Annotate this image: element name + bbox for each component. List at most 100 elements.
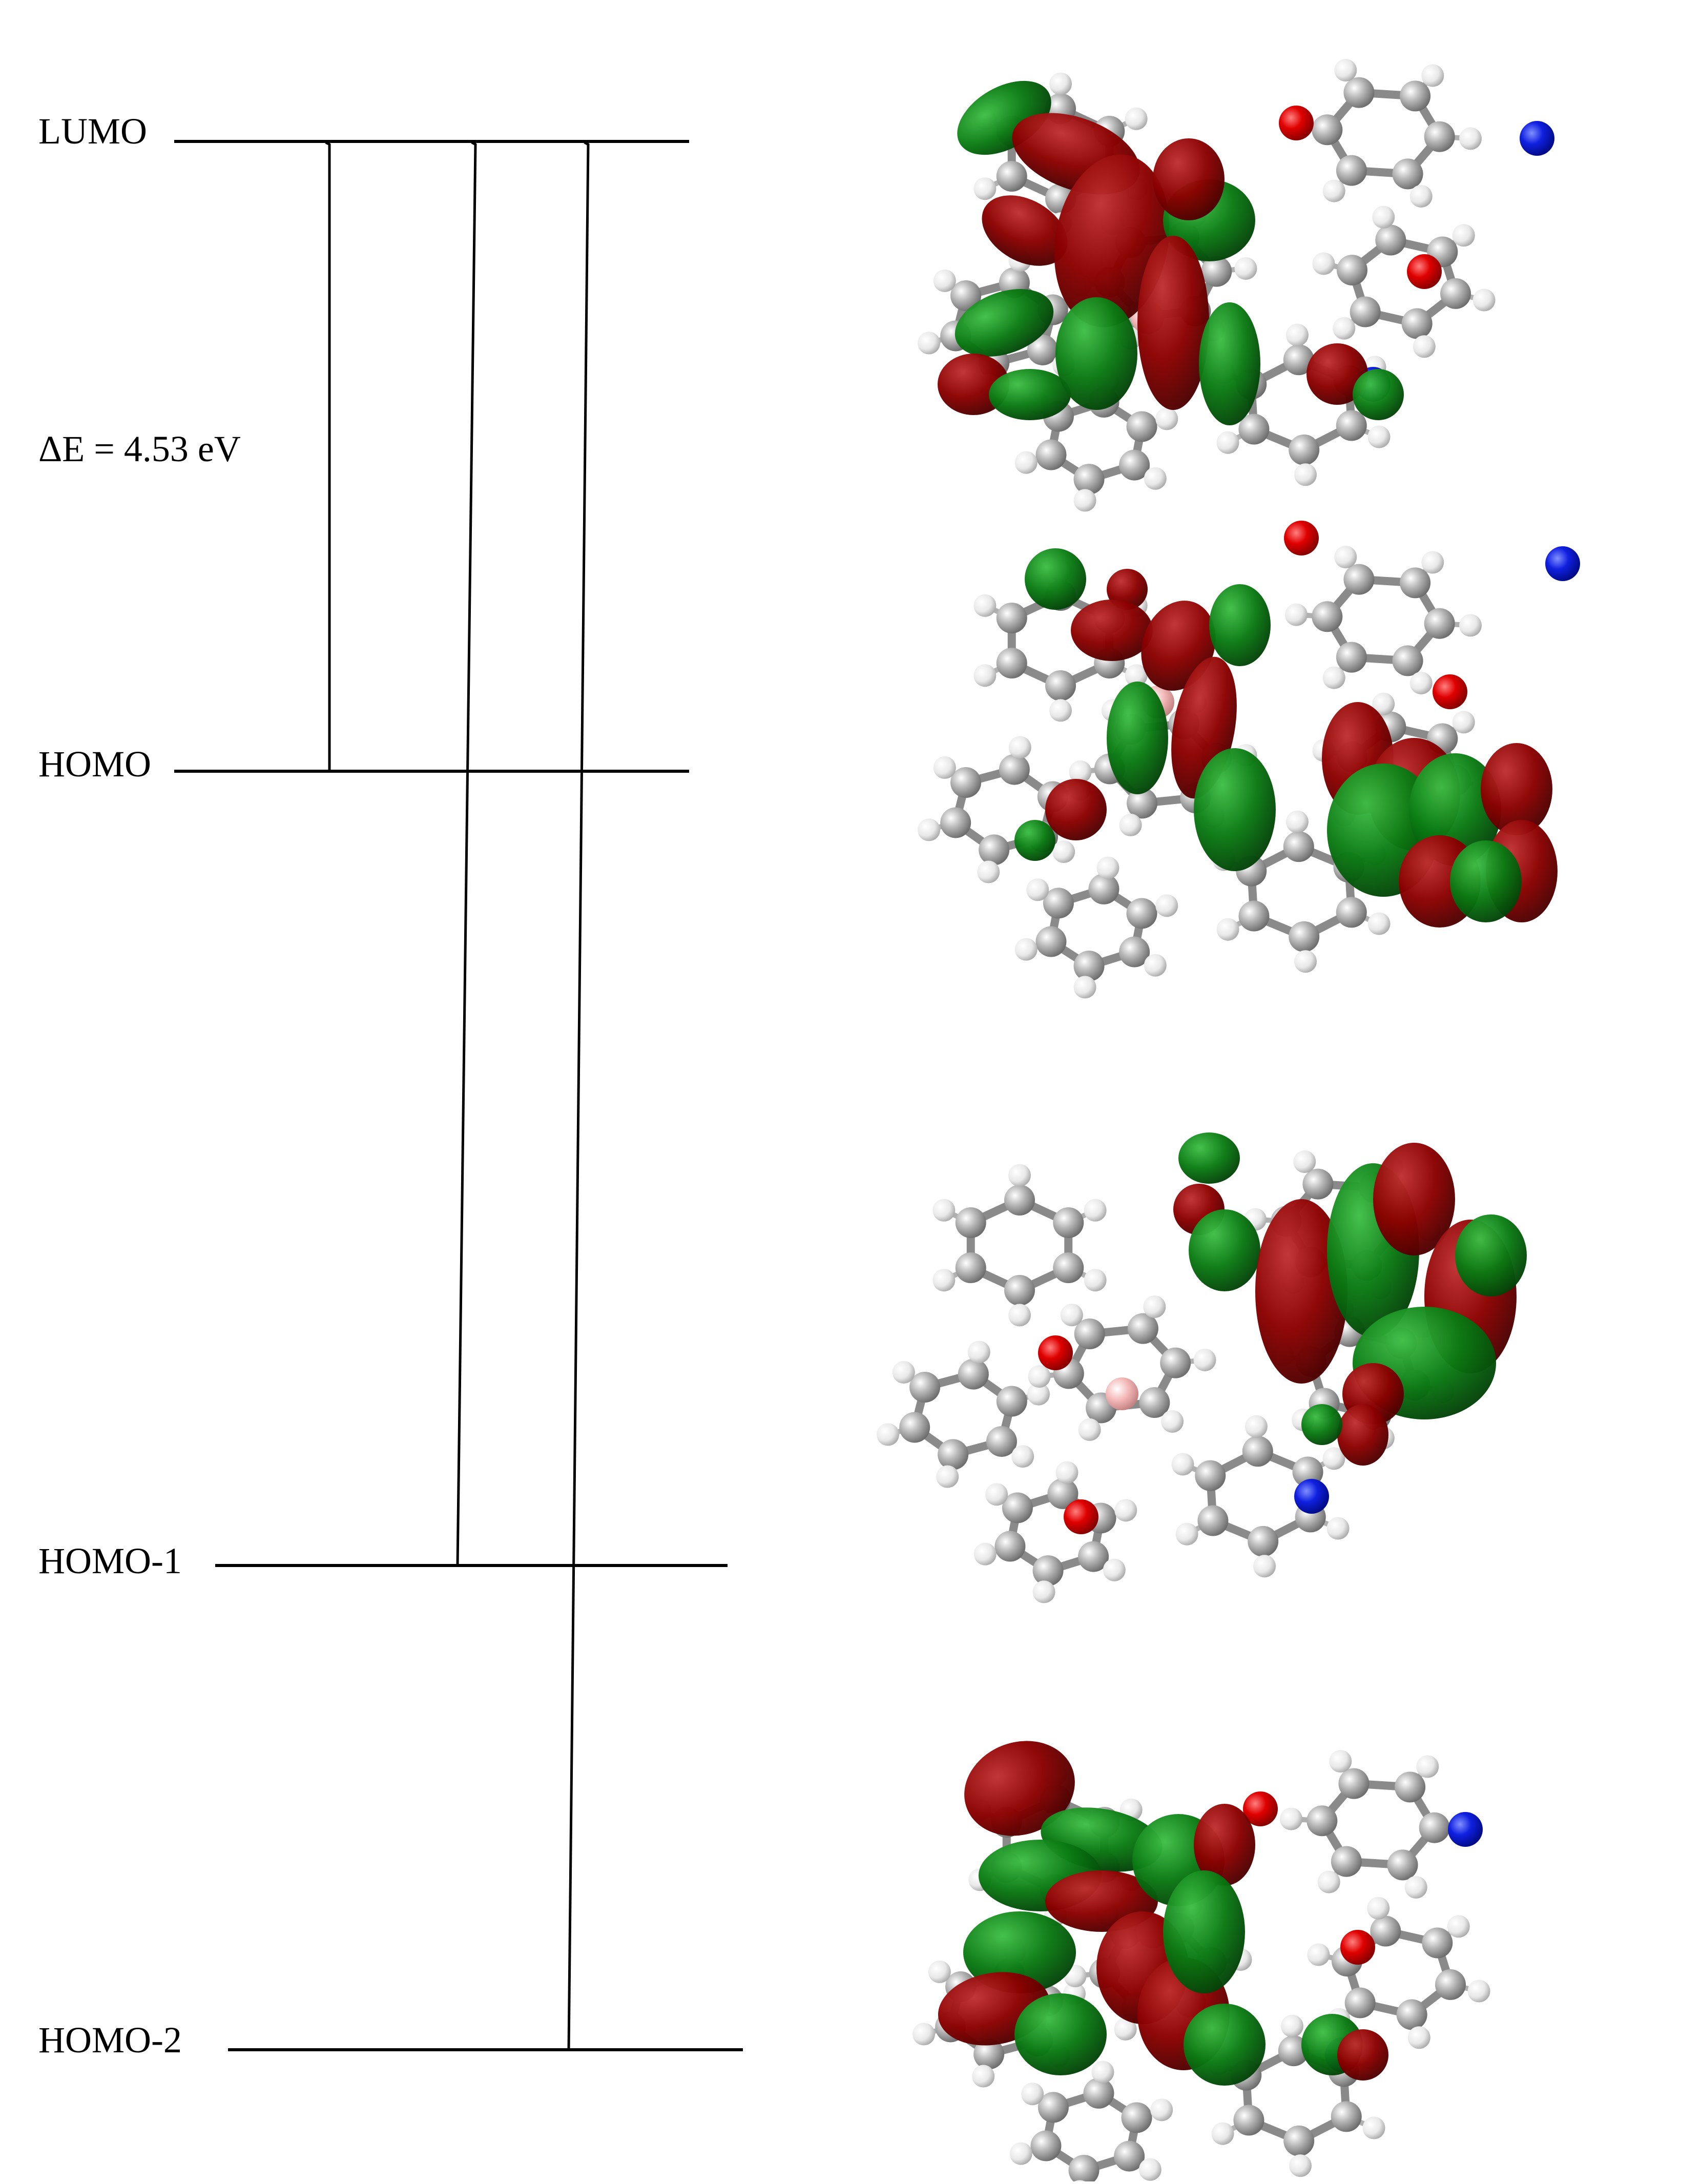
- orbital-lobe-positive: [1481, 743, 1552, 835]
- atom: [1448, 1812, 1483, 1847]
- atom: [1078, 1541, 1109, 1572]
- atom: [1068, 2155, 1100, 2184]
- atom: [1035, 439, 1067, 470]
- atom: [1125, 664, 1148, 687]
- homo-1-orbital-image: [877, 1132, 1527, 1603]
- orbital-lobe-positive: [1054, 154, 1170, 327]
- atom: [1283, 2125, 1315, 2156]
- atom: [1283, 831, 1314, 862]
- atom: [1404, 1876, 1427, 1899]
- orbital-lobe-negative: [1301, 1404, 1342, 1445]
- atom: [1312, 114, 1343, 146]
- transition-arrows: [325, 141, 590, 2050]
- atom: [1211, 2122, 1234, 2145]
- atom: [1004, 1275, 1035, 1306]
- orbital-lobe-positive: [1337, 1404, 1388, 1466]
- atom: [1084, 1199, 1107, 1222]
- atom: [1416, 1755, 1439, 1778]
- atom: [1333, 317, 1356, 340]
- atom: [1114, 2017, 1137, 2041]
- atom: [1375, 224, 1406, 256]
- atom: [1126, 411, 1157, 442]
- atom: [1045, 670, 1076, 701]
- atom: [1334, 546, 1357, 569]
- atom: [1027, 334, 1058, 365]
- orbital-lobe-negative: [1014, 1993, 1107, 2075]
- orbital-lobe-positive: [1194, 1804, 1255, 1886]
- atom: [1233, 2105, 1264, 2136]
- atom: [1121, 2102, 1152, 2133]
- atom: [1073, 464, 1105, 495]
- atom: [1367, 1897, 1390, 1920]
- atom: [1073, 489, 1096, 512]
- atom: [955, 1252, 986, 1283]
- atom: [1126, 898, 1157, 929]
- atom: [892, 1361, 915, 1384]
- lumo-orbital-image: [918, 59, 1554, 512]
- atom: [1372, 205, 1395, 229]
- atom: [1216, 431, 1239, 454]
- atom: [1294, 950, 1317, 973]
- atom: [1343, 77, 1375, 108]
- atom: [1155, 894, 1178, 917]
- atom: [1238, 414, 1270, 445]
- atom: [1008, 1304, 1031, 1327]
- atom: [1400, 80, 1431, 112]
- atom: [1302, 1168, 1334, 1200]
- atom: [1279, 106, 1314, 140]
- atom: [1053, 1207, 1084, 1238]
- atom: [1280, 2014, 1303, 2037]
- atom: [899, 1412, 930, 1443]
- transition-arrow-homo-1-to-lumo: [456, 141, 477, 1566]
- orbital-lobes: [938, 1741, 1388, 2086]
- atom: [973, 594, 997, 617]
- atom: [1197, 1505, 1229, 1536]
- atom: [1035, 926, 1067, 957]
- atom: [1336, 897, 1367, 928]
- atom: [1322, 179, 1345, 202]
- atom: [1284, 521, 1319, 555]
- atom: [1144, 467, 1167, 490]
- atom: [1073, 976, 1096, 999]
- atom: [1433, 674, 1467, 709]
- atom: [1216, 918, 1239, 941]
- atom: [1329, 1750, 1352, 1773]
- atom: [950, 280, 982, 312]
- homo-2-orbital-image: [912, 1741, 1490, 2184]
- atom: [1096, 856, 1119, 879]
- atom: [1074, 1318, 1105, 1349]
- orbital-lobes: [1014, 548, 1558, 928]
- orbital-lobe-negative: [1209, 584, 1271, 666]
- orbital-lobe-negative: [955, 289, 1054, 357]
- atom: [1103, 1558, 1126, 1581]
- atom: [1317, 1870, 1340, 1893]
- orbital-lobe-positive: [1373, 1143, 1455, 1255]
- atom: [1293, 1150, 1316, 1173]
- atom: [1392, 158, 1423, 190]
- atom: [1336, 410, 1367, 441]
- atom: [1139, 1387, 1170, 1418]
- orbital-lobe-positive: [964, 1741, 1075, 1836]
- orbital-lobe-negative: [1189, 1209, 1260, 1291]
- atom: [973, 2038, 1005, 2070]
- orbital-lobe-negative: [1178, 1132, 1240, 1184]
- atom: [918, 332, 941, 355]
- atom: [1447, 1915, 1470, 1938]
- atom: [1289, 434, 1320, 465]
- atom: [1285, 810, 1309, 833]
- atom: [1195, 1460, 1226, 1491]
- atom: [1043, 888, 1074, 919]
- atom: [1030, 2130, 1062, 2161]
- atom: [1419, 1812, 1450, 1843]
- atom: [979, 834, 1010, 866]
- orbital-lobe-negative: [1199, 302, 1260, 425]
- atom: [1307, 1943, 1330, 1966]
- atom: [1171, 1453, 1194, 1476]
- atom: [1459, 614, 1482, 637]
- atom: [933, 756, 956, 779]
- atom: [1069, 760, 1092, 784]
- atom: [1331, 2101, 1362, 2132]
- atom: [999, 754, 1030, 785]
- atom: [1253, 1555, 1276, 1578]
